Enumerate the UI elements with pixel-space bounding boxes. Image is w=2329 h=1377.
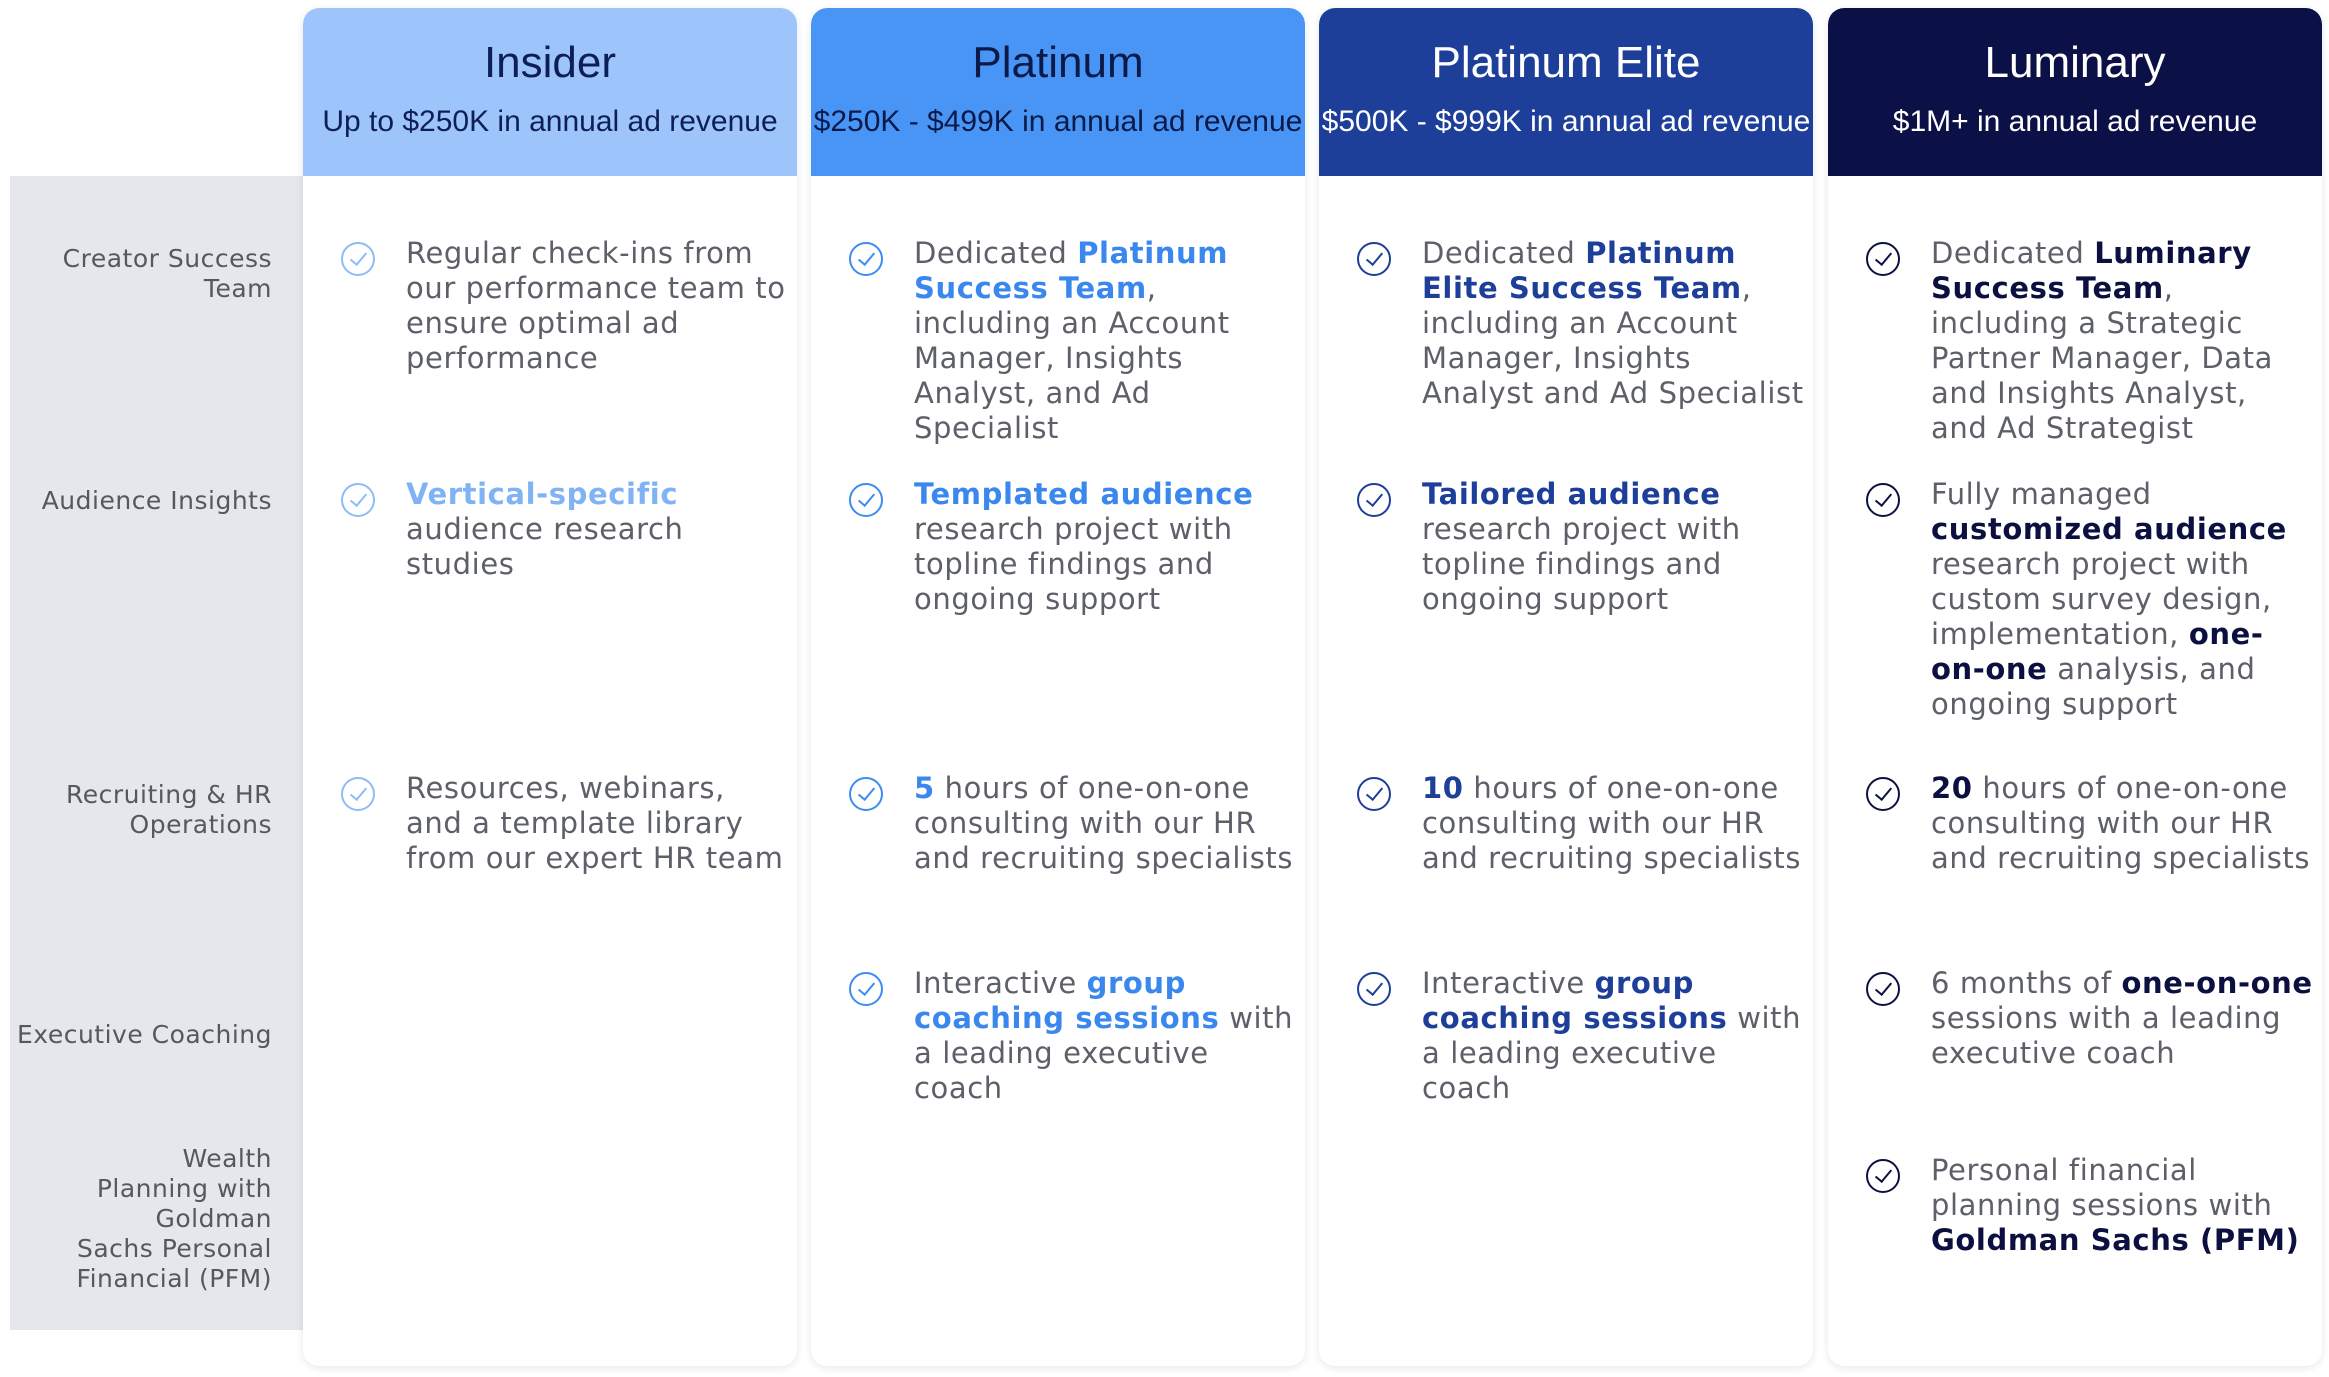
row-label-audience-insights: Audience Insights <box>41 486 272 515</box>
cell-recruiting-hr: 20 hours of one-on-one consulting with o… <box>1858 771 2313 876</box>
cell-text: hours of one-on-one consulting with our … <box>1422 771 1802 875</box>
cell-recruiting-hr: 5 hours of one-on-one consulting with ou… <box>841 771 1296 876</box>
cell-creator-success-team: Regular check-ins from our performance t… <box>333 236 788 376</box>
check-circle-icon <box>849 777 883 811</box>
check-circle-icon <box>1357 972 1391 1006</box>
cell-text: analysis, and ongoing support <box>1931 652 2256 721</box>
cell-text: hours of one-on-one consulting with our … <box>914 771 1294 875</box>
tier-header: Platinum $250K - $499K in annual ad reve… <box>811 8 1305 176</box>
tier-column-luminary: Luminary $1M+ in annual ad revenue Dedic… <box>1828 8 2322 1366</box>
tier-name: Platinum Elite <box>1431 38 1701 87</box>
check-circle-icon <box>341 483 375 517</box>
check-circle-icon <box>1357 242 1391 276</box>
cell-text: Dedicated <box>1931 236 2095 270</box>
row-label-recruiting-hr: Recruiting & HR Operations <box>66 780 272 839</box>
tier-column-insider: Insider Up to $250K in annual ad revenue… <box>303 8 797 1366</box>
tier-header: Insider Up to $250K in annual ad revenue <box>303 8 797 176</box>
row-label-executive-coaching: Executive Coaching <box>17 1020 272 1049</box>
cell-text: Interactive <box>1422 966 1595 1000</box>
check-circle-icon <box>849 972 883 1006</box>
cell-executive-coaching: Interactive group coaching sessions with… <box>1349 966 1804 1106</box>
tier-name: Luminary <box>1984 38 2166 87</box>
check-circle-icon <box>1866 483 1900 517</box>
cell-audience-insights: Fully managed customized audience resear… <box>1858 477 2313 722</box>
cell-highlight: one-on-one <box>2121 966 2313 1000</box>
cell-highlight: 20 <box>1931 771 1973 805</box>
tier-name: Platinum <box>972 38 1144 87</box>
check-circle-icon <box>1866 242 1900 276</box>
check-circle-icon <box>1357 777 1391 811</box>
cell-highlight: Goldman Sachs (PFM) <box>1931 1223 2300 1257</box>
cell-text: research project with topline findings a… <box>914 512 1233 616</box>
cell-highlight: group coaching sessions <box>1422 966 1728 1035</box>
tier-header: Platinum Elite $500K - $999K in annual a… <box>1319 8 1813 176</box>
cell-text: hours of one-on-one consulting with our … <box>1931 771 2311 875</box>
tier-header: Luminary $1M+ in annual ad revenue <box>1828 8 2322 176</box>
cell-recruiting-hr: 10 hours of one-on-one consulting with o… <box>1349 771 1804 876</box>
tier-revenue-range: $250K - $499K in annual ad revenue <box>813 105 1303 138</box>
tier-revenue-range: $500K - $999K in annual ad revenue <box>1321 105 1811 138</box>
cell-text: with a leading executive coach <box>914 1001 1294 1105</box>
cell-text: Dedicated <box>1422 236 1586 270</box>
cell-text: Resources, webinars, and a template libr… <box>406 771 784 875</box>
check-circle-icon <box>1866 777 1900 811</box>
cell-highlight: Tailored audience <box>1422 477 1721 511</box>
cell-highlight: Vertical-specific <box>406 477 679 511</box>
cell-highlight: Platinum Success Team <box>914 236 1229 305</box>
row-label-sidebar: Creator Success Team Audience Insights R… <box>10 176 304 1330</box>
cell-text: audience research studies <box>406 512 684 581</box>
cell-highlight: Templated audience <box>914 477 1254 511</box>
cell-highlight: 5 <box>914 771 935 805</box>
cell-creator-success-team: Dedicated Luminary Success Team, includi… <box>1858 236 2313 446</box>
tier-revenue-range: $1M+ in annual ad revenue <box>1892 105 2258 138</box>
cell-text: Regular check-ins from our performance t… <box>406 236 786 375</box>
cell-audience-insights: Vertical-specific audience research stud… <box>333 477 788 582</box>
cell-highlight: 10 <box>1422 771 1464 805</box>
check-circle-icon <box>341 242 375 276</box>
check-circle-icon <box>849 242 883 276</box>
cell-text: 6 months of <box>1931 966 2122 1000</box>
tier-column-platinum-elite: Platinum Elite $500K - $999K in annual a… <box>1319 8 1813 1366</box>
cell-highlight: Luminary Success Team <box>1931 236 2252 305</box>
tier-revenue-range: Up to $250K in annual ad revenue <box>322 105 778 138</box>
cell-text: sessions with a leading executive coach <box>1931 1001 2282 1070</box>
cell-text: Fully managed <box>1931 477 2152 511</box>
check-circle-icon <box>341 777 375 811</box>
cell-executive-coaching: 6 months of one-on-one sessions with a l… <box>1858 966 2313 1071</box>
cell-text: , including a Strategic Partner Manager,… <box>1931 271 2274 445</box>
cell-highlight: group coaching sessions <box>914 966 1220 1035</box>
tier-name: Insider <box>483 38 617 87</box>
cell-highlight: customized audience <box>1931 512 2287 546</box>
cell-creator-success-team: Dedicated Platinum Elite Success Team, i… <box>1349 236 1804 411</box>
cell-recruiting-hr: Resources, webinars, and a template libr… <box>333 771 788 876</box>
cell-text: Interactive <box>914 966 1087 1000</box>
cell-highlight: one-on-one <box>1931 617 2264 686</box>
cell-wealth-planning: Personal financial planning sessions wit… <box>1858 1153 2313 1258</box>
cell-text: with a leading executive coach <box>1422 1001 1802 1105</box>
check-circle-icon <box>1866 1159 1900 1193</box>
cell-text: research project with custom survey desi… <box>1931 547 2272 651</box>
tier-column-platinum: Platinum $250K - $499K in annual ad reve… <box>811 8 1305 1366</box>
check-circle-icon <box>1357 483 1391 517</box>
cell-highlight: Platinum Elite Success Team <box>1422 236 1742 305</box>
cell-audience-insights: Tailored audience research project with … <box>1349 477 1804 617</box>
cell-text: Personal financial planning sessions wit… <box>1931 1153 2273 1222</box>
check-circle-icon <box>1866 972 1900 1006</box>
cell-audience-insights: Templated audience research project with… <box>841 477 1296 617</box>
cell-text: Dedicated <box>914 236 1078 270</box>
cell-text: , including an Account Manager, Insights… <box>914 271 1230 445</box>
cell-text: , including an Account Manager, Insights… <box>1422 271 1804 410</box>
cell-text: research project with topline findings a… <box>1422 512 1741 616</box>
cell-executive-coaching: Interactive group coaching sessions with… <box>841 966 1296 1106</box>
row-label-creator-success-team: Creator Success Team <box>62 244 272 303</box>
cell-creator-success-team: Dedicated Platinum Success Team, includi… <box>841 236 1296 446</box>
row-label-wealth-planning: Wealth Planning with Goldman Sachs Perso… <box>76 1144 272 1293</box>
check-circle-icon <box>849 483 883 517</box>
